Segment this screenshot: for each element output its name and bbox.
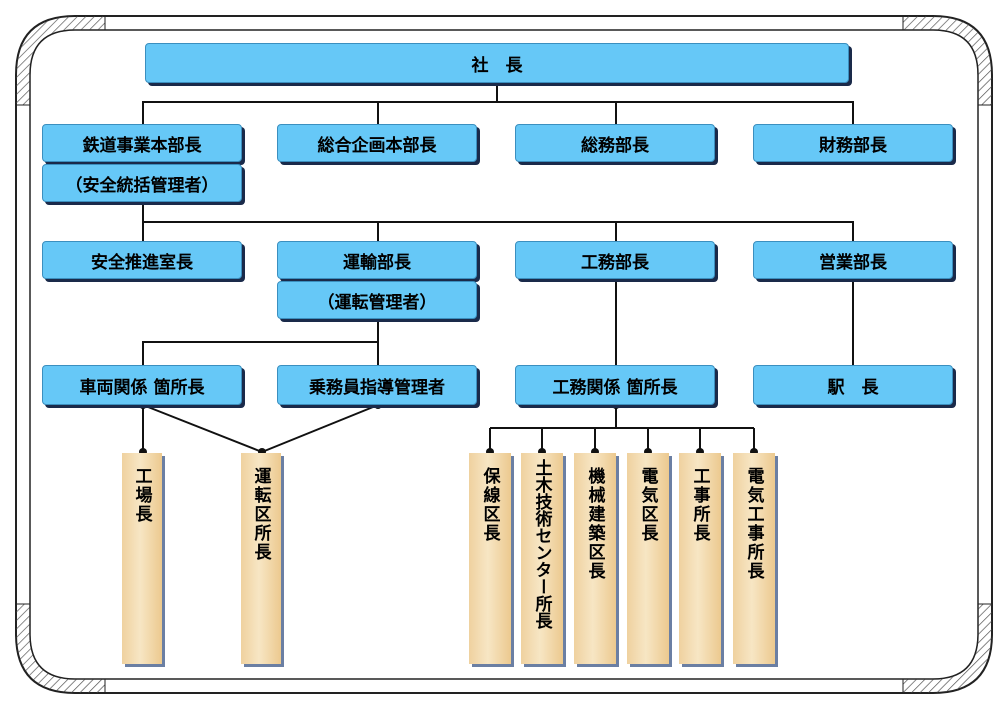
planning-label: 総合企画本部長 <box>317 135 437 156</box>
finance-label: 財務部長 <box>819 135 887 156</box>
president-box: 社 長 <box>145 43 849 83</box>
leaf-construction-office-label: 工事所長 <box>689 467 710 543</box>
safety-officer-box: （安全統括管理者） <box>42 164 242 202</box>
station-master-box: 駅 長 <box>753 365 953 405</box>
leaf-electric-depot-label: 電気区長 <box>637 467 658 543</box>
safety-promotion-box: 安全推進室長 <box>42 241 242 279</box>
leaf-construction-office: 工事所長 <box>679 453 721 664</box>
connector-line <box>615 281 617 365</box>
connector-line <box>852 281 854 365</box>
general-affairs-box: 総務部長 <box>515 124 715 162</box>
leaf-track-depot: 保線区長 <box>469 453 511 664</box>
connector-line <box>377 341 379 365</box>
president-label: 社 長 <box>471 55 523 76</box>
leaf-operation-depot: 運転区所長 <box>241 453 281 664</box>
transport-box: 運輸部長 <box>277 241 477 279</box>
sales-box: 営業部長 <box>753 241 953 279</box>
leaf-factory-label: 工場長 <box>131 467 152 524</box>
crew-guidance-label: 乗務員指導管理者 <box>309 377 445 398</box>
connector-line <box>142 341 144 365</box>
connector-line <box>496 83 498 102</box>
connector-line <box>615 221 617 241</box>
vehicle-sites-box: 車両関係 箇所長 <box>42 365 242 405</box>
connector-line <box>615 101 617 125</box>
leaf-operation-depot-label: 運転区所長 <box>250 467 271 562</box>
leaf-civil-center: 土木技術センター所長 <box>521 453 563 664</box>
connector-line <box>142 221 854 223</box>
station-master-label: 駅 長 <box>827 377 879 398</box>
sales-label: 営業部長 <box>819 252 887 273</box>
leaf-track-depot-label: 保線区長 <box>479 467 500 543</box>
planning-box: 総合企画本部長 <box>277 124 477 162</box>
leaf-factory: 工場長 <box>122 453 162 664</box>
crew-guidance-box: 乗務員指導管理者 <box>277 365 477 405</box>
connector-line <box>377 101 379 125</box>
transport-label: 運輸部長 <box>343 252 411 273</box>
vehicle-sites-label: 車両関係 箇所長 <box>79 377 205 398</box>
engineering-sites-box: 工務関係 箇所長 <box>515 365 715 405</box>
connector-line <box>142 101 144 125</box>
leaf-electric-depot: 電気区長 <box>627 453 669 664</box>
railway-head-label: 鉄道事業本部長 <box>82 135 202 156</box>
leaf-electrical-construction-office: 電気工事所長 <box>733 453 775 664</box>
connector-line <box>852 101 854 125</box>
engineering-sites-label: 工務関係 箇所長 <box>552 377 678 398</box>
safety-promotion-label: 安全推進室長 <box>91 252 193 273</box>
operation-manager-box: （運転管理者） <box>277 281 477 319</box>
leaf-electrical-construction-office-label: 電気工事所長 <box>743 467 764 581</box>
leaf-machinery-depot-label: 機械建築区長 <box>584 467 605 581</box>
connector-line <box>142 341 379 343</box>
finance-box: 財務部長 <box>753 124 953 162</box>
leaf-machinery-depot: 機械建築区長 <box>574 453 616 664</box>
connector-line <box>852 221 854 241</box>
operation-manager-label: （運転管理者） <box>317 292 437 313</box>
connector-line <box>377 221 379 241</box>
connector-line <box>142 203 144 222</box>
general-affairs-label: 総務部長 <box>581 135 649 156</box>
engineering-label: 工務部長 <box>581 252 649 273</box>
connector-line <box>142 221 144 241</box>
connector-line <box>142 101 854 103</box>
leaf-civil-center-label: 土木技術センター所長 <box>531 459 552 629</box>
connector-line <box>377 320 379 342</box>
safety-officer-label: （安全統括管理者） <box>65 175 219 196</box>
railway-head-box: 鉄道事業本部長 <box>42 124 242 162</box>
engineering-box: 工務部長 <box>515 241 715 279</box>
